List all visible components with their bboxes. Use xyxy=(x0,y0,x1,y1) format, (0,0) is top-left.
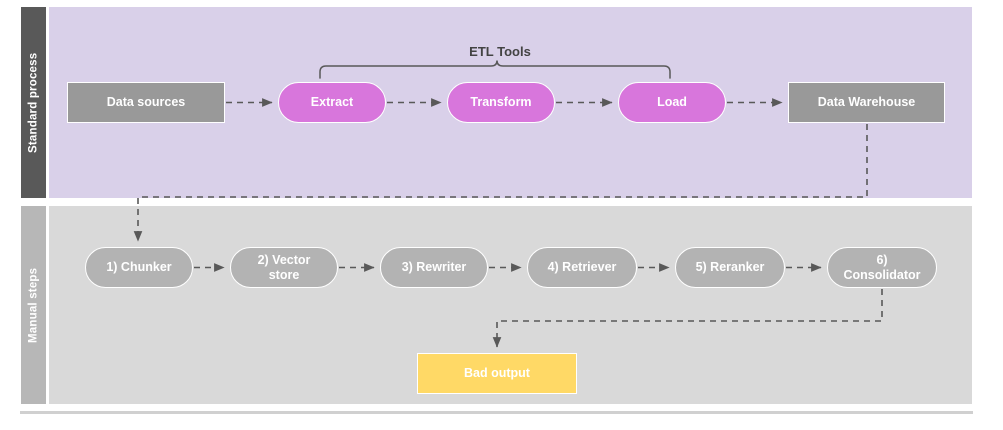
node-vector-store-label-line2: store xyxy=(268,267,300,282)
node-rewriter-label: 3) Rewriter xyxy=(401,260,467,275)
node-chunker-label: 1) Chunker xyxy=(106,260,172,275)
node-data-warehouse-label: Data Warehouse xyxy=(817,95,916,110)
lane-header-manual-steps: Manual steps xyxy=(20,205,47,405)
node-bad-output-label: Bad output xyxy=(464,366,530,381)
node-load-label: Load xyxy=(657,95,687,110)
node-consolidator[interactable]: 6) Consolidator xyxy=(827,247,937,288)
node-retriever[interactable]: 4) Retriever xyxy=(527,247,637,288)
node-data-sources-label: Data sources xyxy=(106,95,186,110)
node-retriever-label: 4) Retriever xyxy=(547,260,617,275)
node-vector-store-label-line1: 2) Vector xyxy=(257,252,311,267)
node-extract-label: Extract xyxy=(310,95,354,110)
node-load[interactable]: Load xyxy=(618,82,726,123)
bottom-divider-rule xyxy=(20,411,973,414)
node-extract[interactable]: Extract xyxy=(278,82,386,123)
node-data-sources[interactable]: Data sources xyxy=(67,82,225,123)
node-transform-label: Transform xyxy=(470,95,532,110)
node-bad-output[interactable]: Bad output xyxy=(417,353,577,394)
node-consolidator-label: 6) Consolidator xyxy=(843,253,920,283)
etl-tools-label: ETL Tools xyxy=(469,44,531,59)
node-transform[interactable]: Transform xyxy=(447,82,555,123)
lane-header-standard-process: Standard process xyxy=(20,6,47,199)
node-data-warehouse[interactable]: Data Warehouse xyxy=(788,82,945,123)
node-reranker-label: 5) Reranker xyxy=(695,260,765,275)
node-reranker[interactable]: 5) Reranker xyxy=(675,247,785,288)
node-vector-store-label: 2) Vector store xyxy=(258,253,311,283)
lane-header-manual-steps-label: Manual steps xyxy=(27,267,40,343)
node-consolidator-label-line2: Consolidator xyxy=(843,267,921,282)
node-rewriter[interactable]: 3) Rewriter xyxy=(380,247,488,288)
lane-header-standard-process-label: Standard process xyxy=(27,52,40,153)
node-consolidator-label-line1: 6) xyxy=(876,252,888,267)
node-chunker[interactable]: 1) Chunker xyxy=(85,247,193,288)
node-vector-store[interactable]: 2) Vector store xyxy=(230,247,338,288)
